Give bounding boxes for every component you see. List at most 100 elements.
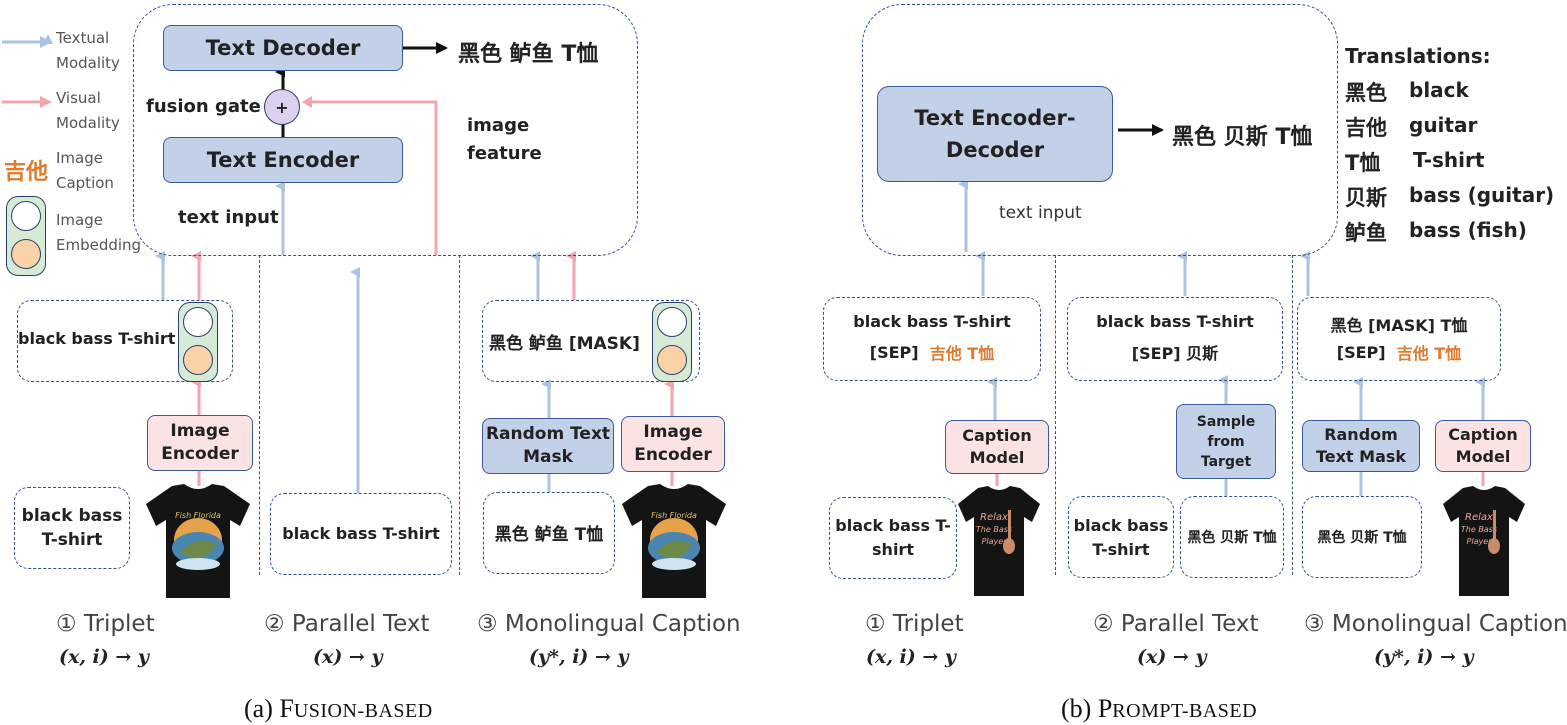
prompt-mono-caption: 吉他 T恤 [1396, 344, 1462, 363]
guitar-tshirt-image: Relax The Bass Player [958, 486, 1040, 596]
fish-tshirt-image: Fish Florida [146, 484, 250, 598]
fusion-triplet-source-text: black bass T-shirt [21, 506, 123, 550]
translation-en-2: T-shirt [1413, 148, 1485, 172]
prompt-caption-model-box: Caption Model [945, 420, 1049, 474]
prompt-triplet-sep: [SEP] [869, 342, 919, 362]
translation-zh-3: 贝斯 [1345, 186, 1387, 210]
fusion-mono-embedding-icon [652, 302, 692, 382]
prompt-sample-target-box: Sample from Target [1176, 404, 1276, 479]
translation-zh-0: 黑色 [1345, 81, 1387, 105]
prompt-model-region [862, 4, 1338, 256]
prompt-triplet-input-box [823, 297, 1041, 381]
legend-visual-label: Visual Modality [56, 89, 120, 132]
fusion-formula-triplet: (x, i) → y [59, 646, 149, 668]
legend-embedding-icon [6, 196, 46, 276]
translation-zh-4: 鲈鱼 [1345, 221, 1387, 245]
legend-caption-label: Image Caption [56, 149, 114, 192]
prompt-parallel-source-box [1068, 496, 1174, 578]
fusion-mono-source-text: 黑色 鲈鱼 T恤 [494, 524, 604, 545]
prompt-parallel-line2: [SEP] 贝斯 [1131, 344, 1219, 363]
legend-textual-label: Textual Modality [56, 29, 120, 72]
text-decoder-box: Text Decoder [163, 25, 403, 71]
fusion-label-triplet: ① Triplet [56, 611, 155, 637]
fusion-caption: (a) FUSION-BASED [244, 694, 433, 723]
prompt-formula-mono: (y*, i) → y [1374, 646, 1474, 668]
fusion-model-region [133, 4, 638, 256]
fusion-text-input-label: text input [178, 207, 279, 228]
svg-text:The Bass: The Bass [1461, 525, 1497, 534]
prompt-mono-line1: 黑色 [MASK] T恤 [1330, 316, 1468, 335]
prompt-separator-2 [1292, 255, 1293, 575]
svg-text:Player: Player [982, 537, 1008, 546]
guitar-tshirt-image-2: Relax The Bass Player [1443, 486, 1525, 596]
svg-text:Relax: Relax [980, 512, 1008, 523]
prompt-parallel-target-text: 黑色 贝斯 T恤 [1187, 530, 1277, 546]
fusion-gate-node: + [264, 89, 300, 125]
translation-zh-1: 吉他 [1345, 116, 1387, 140]
prompt-label-triplet: ① Triplet [865, 611, 964, 637]
translation-en-1: guitar [1409, 113, 1478, 137]
svg-text:Relax: Relax [1465, 512, 1493, 523]
fusion-triplet-embedding-icon [178, 302, 218, 382]
fusion-triplet-text: black bass T-shirt [18, 329, 176, 348]
fusion-image-encoder-box: Image Encoder [147, 415, 253, 471]
prompt-caption: (b) PROMPT-BASED [1061, 694, 1258, 723]
prompt-mono-line2: [SEP] 吉他 T恤 [1297, 340, 1501, 364]
fusion-mono-source-box [483, 492, 615, 574]
prompt-text-input-label: text input [999, 203, 1082, 223]
prompt-parallel-target-box [1180, 496, 1284, 578]
fusion-label-parallel: ② Parallel Text [264, 611, 430, 637]
fusion-image-encoder2-box: Image Encoder [621, 416, 725, 472]
prompt-output-text: 黑色 贝斯 T恤 [1172, 125, 1313, 150]
translation-en-3: bass (guitar) [1409, 183, 1555, 207]
prompt-formula-parallel: (x) → y [1137, 646, 1207, 668]
prompt-label-mono: ③ Monolingual Caption [1304, 611, 1567, 637]
prompt-triplet-source-text: black bass T-shirt [835, 516, 951, 559]
fusion-parallel-source-text: black bass T-shirt [282, 523, 440, 543]
fusion-gate-label: fusion gate [146, 96, 261, 117]
fusion-separator-1 [259, 255, 260, 575]
fusion-triplet-input-box [17, 300, 233, 382]
fusion-output-text: 黑色 鲈鱼 T恤 [458, 42, 599, 67]
legend-caption-zh: 吉他 [4, 160, 49, 185]
text-encoder-decoder-box: Text Encoder-Decoder [877, 86, 1113, 182]
prompt-parallel-source-text: black bass T-shirt [1073, 516, 1169, 559]
legend-embedding-label: Image Embedding [56, 211, 142, 254]
prompt-mono-source-box [1302, 496, 1422, 578]
prompt-mono-input-box [1297, 297, 1501, 381]
prompt-separator-1 [1055, 255, 1056, 575]
prompt-triplet-caption: 吉他 T恤 [929, 344, 995, 363]
prompt-label-parallel: ② Parallel Text [1093, 611, 1259, 637]
fusion-label-mono: ③ Monolingual Caption [477, 611, 741, 637]
prompt-mono-source-text: 黑色 贝斯 T恤 [1317, 530, 1407, 546]
fusion-random-mask-box: Random Text Mask [482, 418, 614, 474]
translation-en-0: black [1409, 78, 1469, 102]
image-feature-label: image feature [467, 115, 542, 164]
fusion-separator-2 [459, 255, 460, 575]
prompt-caption-model2-box: Caption Model [1435, 420, 1531, 472]
svg-text:Fish Florida: Fish Florida [651, 511, 697, 520]
text-encoder-box: Text Encoder [163, 137, 403, 183]
svg-text:The Bass: The Bass [976, 525, 1012, 534]
prompt-triplet-source-box [829, 497, 957, 579]
translation-en-4: bass (fish) [1409, 218, 1527, 242]
prompt-triplet-line2: [SEP] 吉他 T恤 [823, 340, 1041, 364]
prompt-formula-triplet: (x, i) → y [866, 646, 956, 668]
fusion-formula-mono: (y*, i) → y [529, 646, 629, 668]
prompt-triplet-line1: black bass T-shirt [853, 312, 1011, 331]
translation-zh-2: T恤 [1345, 151, 1381, 175]
fish-tshirt-image-2: Fish Florida [622, 484, 726, 598]
svg-text:Player: Player [1467, 537, 1493, 546]
prompt-mono-sep: [SEP] [1336, 342, 1386, 362]
fusion-formula-parallel: (x) → y [313, 646, 383, 668]
prompt-parallel-input-box [1067, 297, 1283, 381]
translations-title: Translations: [1345, 44, 1491, 68]
fusion-parallel-source-box [270, 493, 452, 575]
svg-text:Fish Florida: Fish Florida [175, 511, 221, 520]
prompt-random-mask-box: Random Text Mask [1302, 420, 1420, 472]
prompt-parallel-line1: black bass T-shirt [1096, 312, 1254, 331]
fusion-mono-text: 黑色 鲈鱼 [MASK] [489, 334, 640, 354]
fusion-mono-input-box [482, 300, 700, 382]
fusion-triplet-source-box [14, 487, 130, 569]
